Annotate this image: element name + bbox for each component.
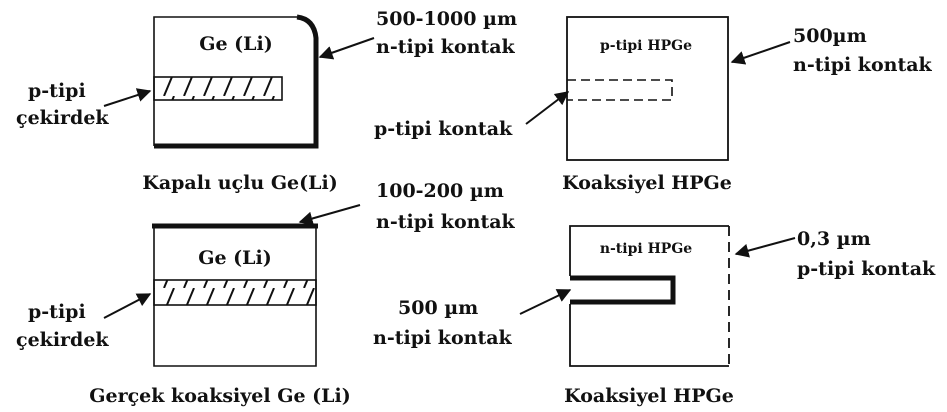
closed-end-inner-label: Ge (Li) xyxy=(199,33,273,55)
true-coaxial-p-core xyxy=(153,279,317,306)
closed-end-core-label-2: çekirdek xyxy=(16,107,109,129)
coaxial-n-outer-contact-label-1: 0,3 µm xyxy=(797,228,871,250)
closed-end-geli-panel: Ge (Li) 500-1000 µm n-tipi kontak p-tipi… xyxy=(16,8,517,194)
true-coaxial-contact-label-1: 100-200 µm xyxy=(376,180,504,202)
coaxial-n-outer-contact-label-2: p-tipi kontak xyxy=(797,258,936,280)
closed-end-caption: Kapalı uçlu Ge(Li) xyxy=(142,172,337,194)
coaxial-p-caption: Koaksiyel HPGe xyxy=(562,172,732,194)
true-coaxial-inner-label: Ge (Li) xyxy=(198,247,272,269)
true-coaxial-geli-panel: Ge (Li) 100-200 µm n-tipi kontak p-tipi … xyxy=(16,180,516,407)
true-coaxial-contact-label-2: n-tipi kontak xyxy=(376,211,516,233)
coaxial-p-outer-contact-label-1: 500µm xyxy=(793,25,867,47)
true-coaxial-core-label-2: çekirdek xyxy=(16,329,109,351)
coaxial-n-caption: Koaksiyel HPGe xyxy=(564,385,734,407)
coaxial-n-inner-label: n-tipi HPGe xyxy=(600,241,692,257)
coaxial-p-inner-contact xyxy=(567,79,673,101)
closed-end-outline xyxy=(153,16,297,146)
coaxial-n-outline xyxy=(569,225,729,367)
closed-end-n-contact xyxy=(154,14,319,149)
coaxial-p-body xyxy=(566,16,729,161)
closed-end-contact-label-1: 500-1000 µm xyxy=(376,8,517,30)
coaxial-n-outer-contact-arrow xyxy=(734,237,796,258)
coaxial-p-inner-label: p-tipi HPGe xyxy=(600,38,692,54)
coaxial-p-inner-contact-label: p-tipi kontak xyxy=(374,118,513,140)
true-coaxial-core-arrow xyxy=(103,293,152,319)
coaxial-n-inner-contact-label-2: n-tipi kontak xyxy=(373,327,513,349)
coaxial-p-inner-contact-arrow xyxy=(525,91,570,125)
coaxial-p-hpge-panel: p-tipi HPGe 500µm n-tipi kontak p-tipi k… xyxy=(374,16,933,194)
closed-end-core-arrow xyxy=(103,88,152,107)
closed-end-p-core xyxy=(153,76,283,101)
coaxial-p-outer-contact-label-2: n-tipi kontak xyxy=(793,54,933,76)
closed-end-contact-arrow xyxy=(318,37,375,60)
coaxial-n-inner-contact xyxy=(570,275,676,305)
true-coaxial-contact-arrow xyxy=(298,204,361,226)
true-coaxial-core-label-1: p-tipi xyxy=(28,301,86,323)
true-coaxial-caption: Gerçek koaksiyel Ge (Li) xyxy=(89,385,350,407)
closed-end-core-label-1: p-tipi xyxy=(28,80,86,102)
coaxial-n-hpge-panel: n-tipi HPGe 0,3 µm p-tipi kontak 500 µm … xyxy=(373,225,936,407)
coaxial-p-outer-contact-arrow xyxy=(730,41,791,65)
closed-end-contact-label-2: n-tipi kontak xyxy=(376,36,516,58)
coaxial-n-inner-contact-arrow xyxy=(519,289,572,315)
coaxial-n-inner-contact-label-1: 500 µm xyxy=(398,297,478,319)
